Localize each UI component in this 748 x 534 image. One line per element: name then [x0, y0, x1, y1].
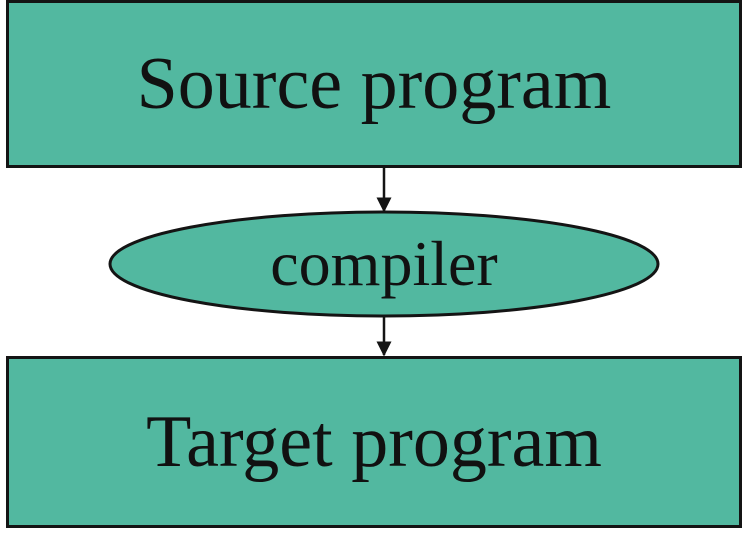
source-program-box: Source program	[6, 0, 742, 168]
source-program-label: Source program	[136, 43, 612, 125]
compiler-node: compiler	[110, 212, 658, 316]
target-program-label: Target program	[146, 401, 602, 483]
compiler-label: compiler	[270, 228, 498, 299]
target-program-box: Target program	[6, 356, 742, 528]
